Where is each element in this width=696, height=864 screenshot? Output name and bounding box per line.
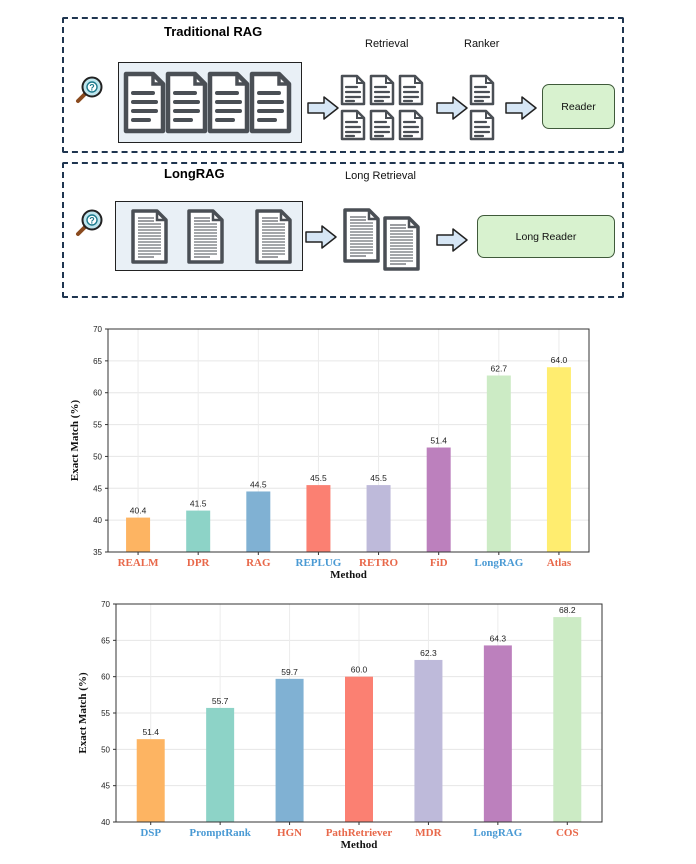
bar-atlas [546, 367, 571, 552]
bar-rag [246, 491, 271, 552]
bar-value-label: 51.4 [430, 436, 447, 446]
x-tick-label: COS [556, 827, 579, 839]
y-tick-label: 70 [93, 325, 102, 334]
bar-value-label: 64.0 [551, 355, 568, 365]
bar-realm [126, 517, 151, 552]
bar-value-label: 41.5 [190, 499, 207, 509]
magnifier-search-icon: ? [76, 209, 103, 236]
ranker-label: Ranker [464, 38, 500, 50]
long-retrieved-documents-icon [343, 208, 420, 271]
x-tick-label: PathRetriever [326, 827, 393, 839]
ranked-documents-icon [469, 74, 495, 141]
bar-promptrank [206, 707, 235, 822]
y-tick-label: 55 [101, 709, 110, 718]
y-tick-label: 60 [101, 673, 110, 682]
y-axis-label: Exact Match (%) [77, 672, 89, 754]
x-tick-label: REALM [118, 557, 160, 569]
retrieval-label: Retrieval [365, 38, 409, 50]
bar-dpr [186, 510, 211, 552]
bar-replug [306, 485, 331, 552]
x-tick-label: LongRAG [474, 557, 523, 569]
bar-value-label: 40.4 [130, 506, 147, 516]
traditional-rag-title: Traditional RAG [164, 24, 263, 39]
traditional-rag-panel [62, 17, 624, 153]
bar-value-label: 60.0 [351, 665, 368, 675]
reader-box: Reader [542, 84, 615, 129]
chart-hotpotqa-exact-match: 51.4 55.7 59.7 60.0 62.3 64.3 68.2 40 45 50 55 60 6… [77, 600, 603, 851]
bar-retro [366, 485, 391, 552]
y-tick-label: 40 [101, 818, 110, 827]
x-tick-label: RAG [246, 557, 271, 569]
bar-fid [426, 447, 451, 552]
longrag-panel [62, 162, 624, 298]
arrow-right-icon [307, 96, 339, 120]
longrag-title: LongRAG [164, 166, 225, 181]
arrow-right-icon [436, 96, 468, 120]
y-tick-label: 50 [101, 745, 110, 754]
y-axis-label: Exact Match (%) [69, 400, 81, 482]
bar-value-label: 62.3 [420, 648, 437, 658]
y-tick-label: 40 [93, 516, 102, 525]
y-tick-label: 70 [101, 600, 110, 609]
x-tick-label: RETRO [359, 557, 399, 569]
x-tick-label: Atlas [547, 557, 572, 569]
bar-value-label: 45.5 [310, 473, 327, 483]
y-tick-label: 65 [101, 636, 110, 645]
x-tick-label: REPLUG [296, 557, 342, 569]
y-tick-label: 45 [101, 782, 110, 791]
y-tick-label: 50 [93, 452, 102, 461]
svg-text:?: ? [89, 83, 95, 93]
long-reader-box: Long Reader [477, 215, 615, 258]
long-retrieval-label: Long Retrieval [345, 170, 416, 182]
bar-value-label: 62.7 [491, 364, 508, 374]
svg-text:?: ? [89, 216, 95, 226]
x-tick-label: DSP [140, 827, 161, 839]
bar-hgn [275, 678, 304, 822]
long-documents-icon [131, 209, 292, 264]
bar-mdr [414, 659, 443, 822]
y-tick-label: 35 [93, 548, 102, 557]
arrow-right-icon [505, 96, 537, 120]
bar-value-label: 44.5 [250, 479, 267, 489]
x-tick-label: HGN [277, 827, 302, 839]
bar-pathretriever [345, 676, 373, 822]
y-tick-label: 55 [93, 421, 102, 430]
corpus-documents-icon [123, 71, 299, 134]
x-tick-label: LongRAG [473, 827, 522, 839]
x-axis-label: Method [330, 569, 367, 581]
bar-value-label: 45.5 [370, 473, 387, 483]
y-tick-label: 60 [93, 389, 102, 398]
bar-longrag [483, 645, 512, 822]
bar-dsp [136, 739, 165, 822]
x-tick-label: DPR [187, 557, 211, 569]
y-tick-label: 65 [93, 357, 102, 366]
bar-value-label: 68.2 [559, 605, 576, 615]
bar-value-label: 64.3 [490, 633, 507, 643]
arrow-right-icon [305, 225, 337, 249]
x-axis-label: Method [341, 839, 378, 851]
retrieved-documents-icon [340, 74, 424, 141]
bar-value-label: 59.7 [281, 667, 298, 677]
x-tick-label: PromptRank [189, 827, 251, 839]
bar-value-label: 55.7 [212, 696, 229, 706]
arrow-right-icon [436, 228, 468, 252]
chart-nq-exact-match: 40.4 41.5 44.5 45.5 45.5 51.4 62.7 64.0 35 40 45 5… [69, 325, 590, 581]
magnifier-search-icon: ? [76, 76, 103, 103]
bar-value-label: 51.4 [142, 727, 159, 737]
y-tick-label: 45 [93, 484, 102, 493]
x-tick-label: FiD [430, 557, 448, 569]
bar-longrag [486, 375, 511, 552]
x-tick-label: MDR [415, 827, 442, 839]
bar-cos [553, 617, 582, 822]
